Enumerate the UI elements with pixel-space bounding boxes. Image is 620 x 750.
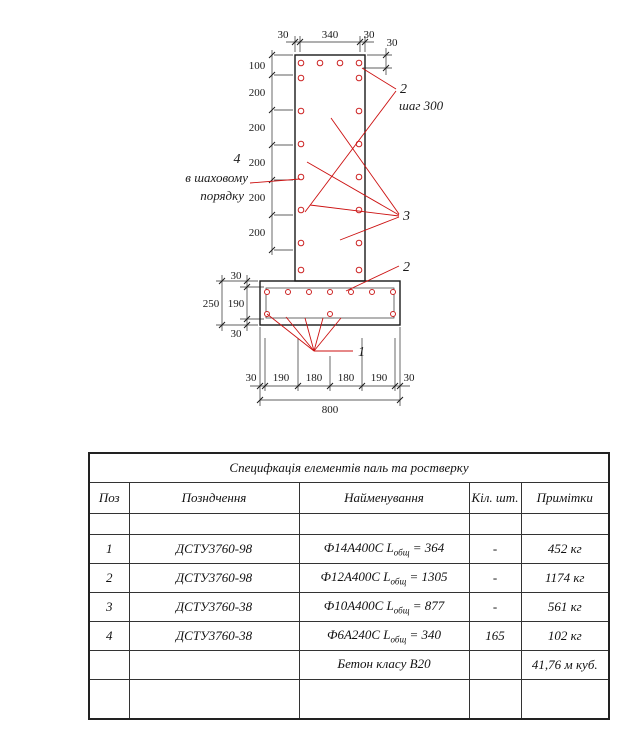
callout-pos-1: 1 [358, 345, 365, 360]
dim-label: 30 [231, 270, 243, 282]
dim-label: 190 [371, 372, 388, 384]
footing-left-dimensions: 30 190 30 250 [203, 270, 264, 340]
callout-pos-2-bottom: 2 [403, 260, 410, 275]
dim-label: 340 [322, 29, 339, 41]
grillage-footing-section [259, 280, 401, 326]
cell-name: Ф14А400С Lобщ = 364 [298, 534, 470, 564]
dim-label: 30 [246, 372, 258, 384]
cell-pos [88, 650, 130, 680]
foundation-drawing: 30 340 30 30 [185, 29, 443, 416]
dim-label: 30 [364, 29, 376, 41]
footing-rebar-cage [265, 287, 395, 319]
top-right-offset-dimension: 30 [363, 37, 398, 75]
callout-pos-4-note-2: порядку [200, 188, 244, 203]
cell-note: 1174 кг [520, 563, 610, 593]
cell-note: 102 кг [520, 621, 610, 651]
cell-name: Бетон класу В20 [298, 650, 470, 680]
spec-table-title: Специфкація елементів паль та ростверку [88, 452, 610, 483]
callout-pos-2-top: 2 [400, 82, 407, 97]
leader-lines [249, 67, 400, 352]
top-dimension: 30 340 30 [278, 29, 376, 52]
footing-rebar-circles [264, 289, 396, 317]
dim-label: 190 [273, 372, 290, 384]
col-header-qty: Кіл. шт. [468, 482, 522, 514]
col-header-name: Найменування [298, 482, 470, 514]
cell-pos: 2 [88, 563, 130, 593]
table-row: 4 ДСТУ3760-38 Ф6А240С Lобщ = 340 165 102… [88, 621, 610, 651]
cell-pos: 4 [88, 621, 130, 651]
dim-label: 180 [338, 372, 355, 384]
callout-pos-4: 4 [234, 152, 241, 167]
cell-note: 41,76 м куб. [520, 650, 610, 680]
dim-label: 30 [404, 372, 416, 384]
cell-qty [468, 650, 522, 680]
dim-label: 200 [249, 87, 266, 99]
dim-label: 30 [387, 37, 399, 49]
cell-qty: - [468, 534, 522, 564]
cell-qty: - [468, 592, 522, 622]
cell-pos: 3 [88, 592, 130, 622]
cell-note: 561 кг [520, 592, 610, 622]
dim-label-total-width: 800 [322, 404, 339, 416]
dim-label: 190 [228, 298, 245, 310]
dim-label: 100 [249, 60, 266, 72]
left-dimension-chain: 100 200 200 200 200 200 [249, 50, 293, 255]
callout-spacing-note: шаг 300 [399, 98, 444, 113]
col-header-notes: Примітки [520, 482, 610, 514]
dim-label: 200 [249, 157, 266, 169]
dim-label: 30 [231, 328, 243, 340]
cell-note: 452 кг [520, 534, 610, 564]
column-rebar-circles [297, 59, 363, 274]
dim-label: 200 [249, 122, 266, 134]
table-row: 3 ДСТУ3760-38 Ф10А400С Lобщ = 877 - 561 … [88, 592, 610, 622]
table-row-empty [88, 513, 610, 535]
dim-label: 200 [249, 227, 266, 239]
col-header-pos: Поз [88, 482, 130, 514]
cell-designation: ДСТУ3760-38 [128, 592, 300, 622]
cell-designation: ДСТУ3760-38 [128, 621, 300, 651]
cell-name: Ф12А400С Lобщ = 1305 [298, 563, 470, 593]
table-row-empty [88, 679, 610, 720]
callout-pos-4-note-1: в шаховому [185, 170, 248, 185]
spec-table: Специфкація елементів паль та ростверку … [88, 452, 611, 720]
table-row: 2 ДСТУ3760-98 Ф12А400С Lобщ = 1305 - 117… [88, 563, 610, 593]
cell-qty: - [468, 563, 522, 593]
callout-pos-3: 3 [402, 209, 410, 224]
cell-designation: ДСТУ3760-98 [128, 534, 300, 564]
col-header-designation: Позндчення [128, 482, 300, 514]
table-row: Бетон класу В20 41,76 м куб. [88, 650, 610, 680]
cell-name: Ф10А400С Lобщ = 877 [298, 592, 470, 622]
dim-label: 200 [249, 192, 266, 204]
dim-label: 180 [306, 372, 323, 384]
cell-pos: 1 [88, 534, 130, 564]
dim-label: 30 [278, 29, 290, 41]
bottom-dimension-chain: 30 190 180 180 190 30 800 [246, 327, 416, 416]
dim-label: 250 [203, 298, 220, 310]
callouts: 2 шаг 300 4 в шаховому порядку 3 2 1 [185, 82, 443, 360]
pile-column-section [294, 54, 366, 282]
cell-designation: ДСТУ3760-98 [128, 563, 300, 593]
cell-name: Ф6А240С Lобщ = 340 [298, 621, 470, 651]
table-row: 1 ДСТУ3760-98 Ф14А400С Lобщ = 364 - 452 … [88, 534, 610, 564]
cell-designation [128, 650, 300, 680]
cell-qty: 165 [468, 621, 522, 651]
